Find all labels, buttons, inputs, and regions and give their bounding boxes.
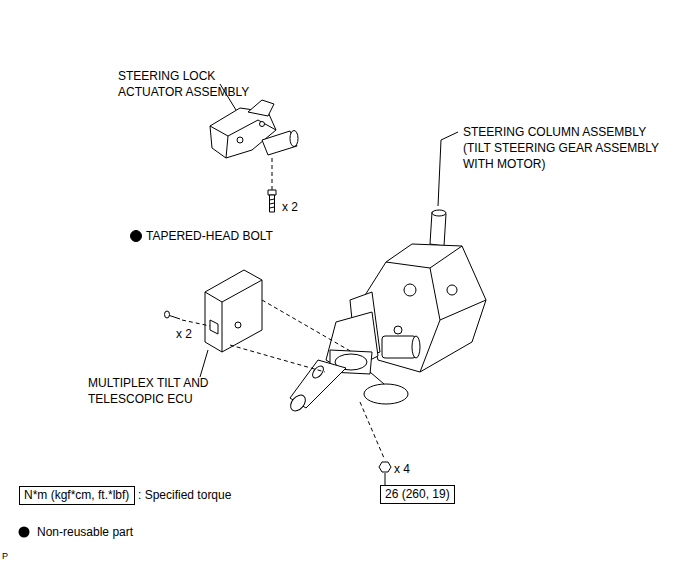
leader-line bbox=[385, 473, 386, 485]
ecu-drawing bbox=[205, 270, 262, 352]
box-text: N*m (kgf*cm, ft.*lbf) bbox=[24, 488, 129, 503]
screw-symbol bbox=[165, 311, 181, 319]
part-name: STEERING COLUMN ASSEMBLY (TILT STEERING … bbox=[463, 124, 668, 172]
part-name: STEERING LOCK ACTUATOR ASSEMBLY bbox=[118, 68, 258, 100]
part-name: MULTIPLEX TILT AND TELESCOPIC ECU bbox=[88, 375, 218, 407]
leader-line bbox=[438, 132, 458, 206]
non-reusable-dot bbox=[131, 231, 142, 242]
steering-column-drawing bbox=[288, 210, 486, 414]
unit-box: N*m (kgf*cm, ft.*lbf) bbox=[19, 486, 135, 505]
non-reusable-dot bbox=[19, 527, 30, 538]
quantity: x 2 bbox=[282, 199, 298, 215]
legend-text: : Specified torque bbox=[138, 488, 231, 502]
dashed-line bbox=[360, 402, 384, 458]
legend-entry: : Specified torque bbox=[138, 488, 231, 503]
quantity: x 2 bbox=[176, 326, 192, 342]
legend-entry: Non-reusable part bbox=[37, 525, 133, 540]
dashed-line bbox=[182, 320, 210, 326]
nut-symbol bbox=[379, 462, 391, 472]
box-text: 26 (260, 19) bbox=[385, 487, 450, 502]
torque-box: 26 (260, 19) bbox=[380, 485, 455, 504]
actuator-drawing bbox=[210, 100, 298, 158]
bolt-symbol bbox=[268, 190, 276, 212]
dashed-line bbox=[272, 158, 273, 190]
dashed-line bbox=[262, 300, 352, 352]
dashed-line bbox=[230, 345, 325, 372]
leader-line bbox=[200, 350, 208, 377]
part-name: TAPERED-HEAD BOLT bbox=[146, 228, 273, 244]
legend-text: Non-reusable part bbox=[37, 525, 133, 539]
quantity: x 4 bbox=[394, 461, 410, 477]
figure-code: P bbox=[2, 548, 8, 562]
